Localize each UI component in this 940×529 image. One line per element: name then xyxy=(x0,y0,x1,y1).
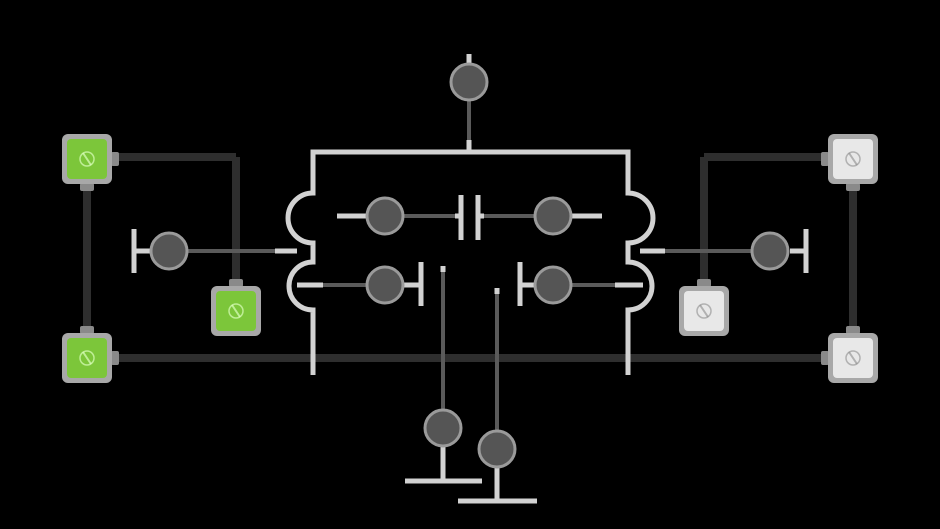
frame xyxy=(131,149,809,504)
nodes xyxy=(149,62,790,469)
plug-icon xyxy=(82,152,92,166)
switch-connector xyxy=(821,351,829,365)
switch-connector xyxy=(111,351,119,365)
node[interactable] xyxy=(149,231,189,271)
node[interactable] xyxy=(533,196,573,236)
switch-connector xyxy=(821,152,829,166)
plug-icon xyxy=(848,351,858,365)
switches xyxy=(62,134,878,383)
plug-icon xyxy=(228,303,244,319)
node[interactable] xyxy=(365,265,405,305)
switch-connector xyxy=(697,279,711,287)
switch-connector xyxy=(80,183,94,191)
node[interactable] xyxy=(750,231,790,271)
node[interactable] xyxy=(477,429,517,469)
plug-icon xyxy=(79,151,95,167)
plug-icon xyxy=(82,351,92,365)
node[interactable] xyxy=(423,408,463,448)
plug-icon xyxy=(79,350,95,366)
plug-icon xyxy=(845,151,861,167)
switch-connector xyxy=(846,326,860,334)
plug-icon xyxy=(845,350,861,366)
plug-icon xyxy=(699,304,709,318)
switch-connector xyxy=(111,152,119,166)
plug-icon xyxy=(696,303,712,319)
plug-icon xyxy=(231,304,241,318)
plug-icon xyxy=(848,152,858,166)
node[interactable] xyxy=(449,62,489,102)
wires xyxy=(83,54,857,431)
node[interactable] xyxy=(533,265,573,305)
switch-connector xyxy=(80,326,94,334)
switch-connector xyxy=(229,279,243,287)
node[interactable] xyxy=(365,196,405,236)
switch-connector xyxy=(846,183,860,191)
circuit-frame xyxy=(285,149,656,375)
